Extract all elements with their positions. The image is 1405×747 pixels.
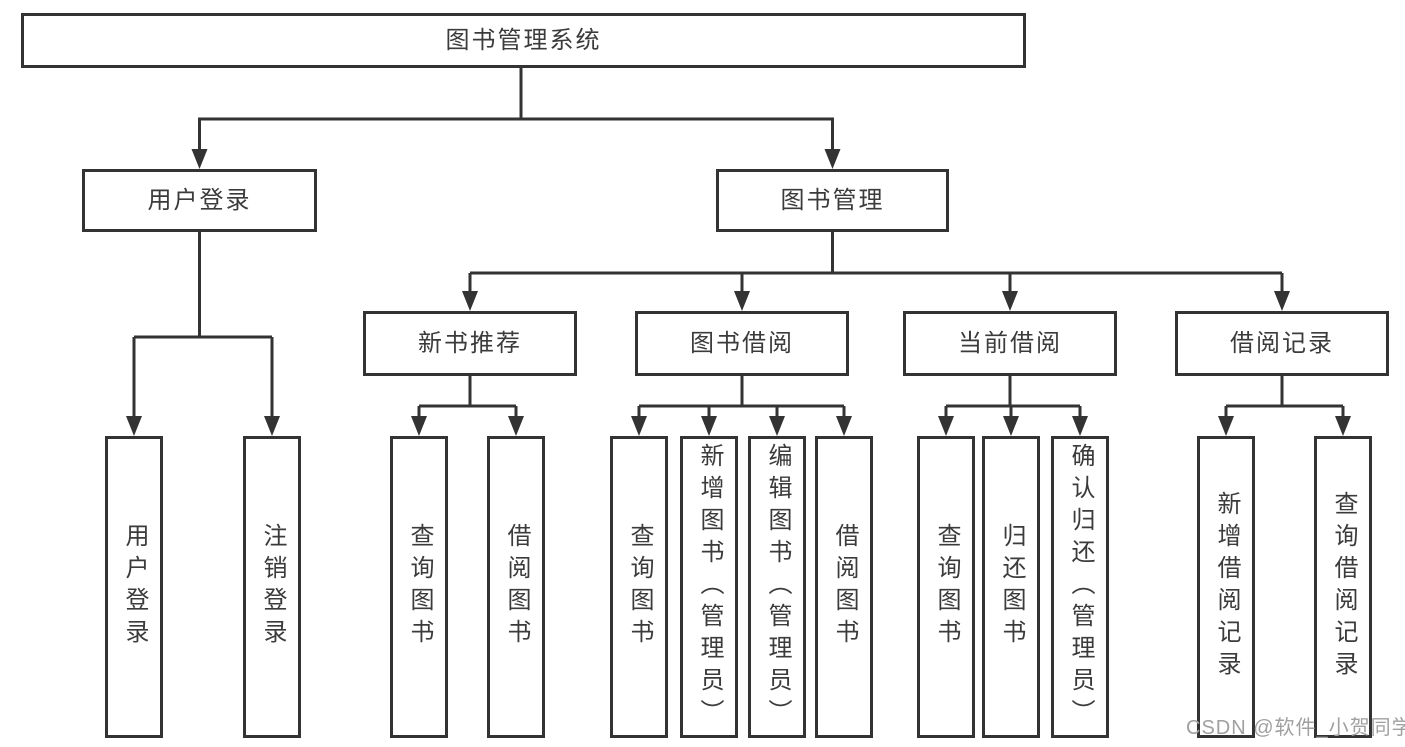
node-root-label: 图书管理系统 (445, 26, 602, 54)
leaf-query-books-recommend-label: 查询图书 (406, 523, 433, 651)
leaf-query-books-current-label: 查询图书 (933, 523, 960, 651)
leaf-borrow-books-recommend: 借阅图书 (487, 436, 545, 738)
leaf-return-books: 归还图书 (982, 436, 1040, 738)
leaf-borrow-books-label: 借阅图书 (831, 523, 858, 651)
node-new-book-recommend: 新书推荐 (363, 311, 577, 376)
leaf-add-borrow-record-label: 新增借阅记录 (1213, 491, 1240, 683)
leaf-confirm-return-admin-label: 确认归还（管理员） (1067, 443, 1094, 731)
node-current-borrow: 当前借阅 (903, 311, 1117, 376)
leaf-query-books-borrow-label: 查询图书 (626, 523, 653, 651)
node-new-book-recommend-label: 新书推荐 (418, 329, 522, 357)
leaf-borrow-books-recommend-label: 借阅图书 (503, 523, 530, 651)
node-current-borrow-label: 当前借阅 (958, 329, 1062, 357)
leaf-return-books-label: 归还图书 (998, 523, 1025, 651)
leaf-add-book-admin: 新增图书（管理员） (680, 436, 738, 738)
leaf-user-login: 用户登录 (105, 436, 163, 738)
node-book-management: 图书管理 (716, 169, 949, 232)
leaf-query-books-borrow: 查询图书 (610, 436, 668, 738)
node-borrow-records: 借阅记录 (1175, 311, 1389, 376)
node-book-management-label: 图书管理 (780, 186, 885, 214)
leaf-add-book-admin-label: 新增图书（管理员） (696, 443, 723, 731)
leaf-query-borrow-record: 查询借阅记录 (1314, 436, 1372, 738)
leaf-logout-label: 注销登录 (259, 523, 286, 651)
leaf-edit-book-admin: 编辑图书（管理员） (748, 436, 806, 738)
connector-line-path (132, 66, 1345, 418)
leaf-borrow-books: 借阅图书 (815, 436, 873, 738)
arrowhead-icon (126, 149, 1351, 436)
node-book-borrow-label: 图书借阅 (690, 329, 794, 357)
watermark-text: CSDN @软件_小贺同学 (1186, 717, 1405, 739)
leaf-user-login-label: 用户登录 (121, 523, 148, 651)
leaf-edit-book-admin-label: 编辑图书（管理员） (764, 443, 791, 731)
leaf-query-books-recommend: 查询图书 (390, 436, 448, 738)
node-user-login: 用户登录 (82, 169, 317, 232)
node-book-borrow: 图书借阅 (635, 311, 849, 376)
node-root: 图书管理系统 (21, 13, 1026, 68)
leaf-confirm-return-admin: 确认归还（管理员） (1051, 436, 1109, 738)
leaf-query-borrow-record-label: 查询借阅记录 (1330, 491, 1357, 683)
node-user-login-label: 用户登录 (147, 186, 252, 214)
leaf-logout: 注销登录 (243, 436, 301, 738)
leaf-query-books-current: 查询图书 (917, 436, 975, 738)
leaf-add-borrow-record: 新增借阅记录 (1197, 436, 1255, 738)
node-borrow-records-label: 借阅记录 (1230, 329, 1334, 357)
